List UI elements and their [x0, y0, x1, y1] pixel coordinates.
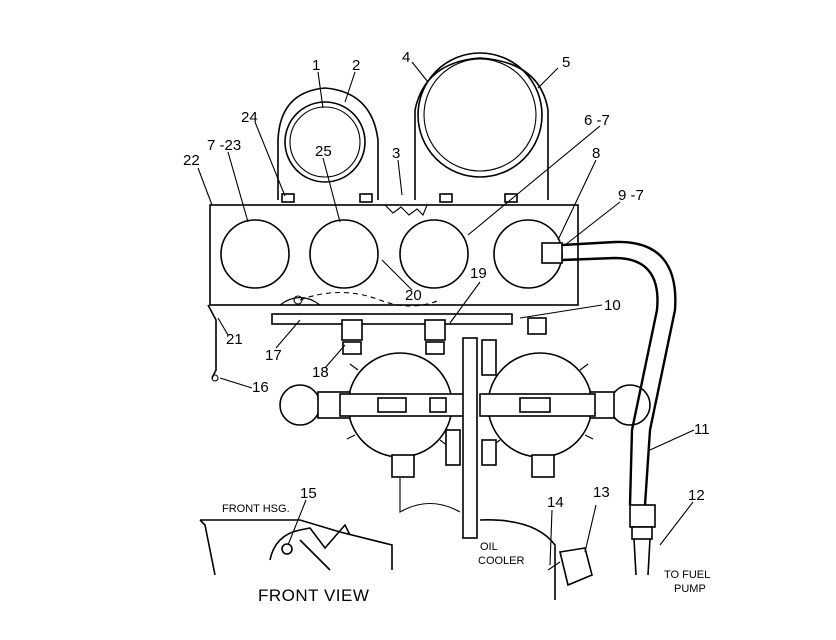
leader-lines — [197, 61, 695, 566]
oil-cooler-connector — [479, 519, 593, 600]
left-valve-assembly — [279, 352, 471, 478]
main-block — [209, 204, 579, 307]
callout-8: 8 — [592, 145, 600, 162]
callout-1: 1 — [312, 57, 320, 74]
callout-9-7: 9 -7 — [618, 187, 644, 204]
callout-18: 18 — [312, 364, 329, 381]
callout-7-23: 7 -23 — [207, 137, 241, 154]
small-upper-housing — [277, 87, 379, 200]
callout-22: 22 — [183, 152, 200, 169]
callout-15: 15 — [300, 485, 317, 502]
callout-10: 10 — [604, 297, 621, 314]
callout-17: 17 — [265, 347, 282, 364]
housing-bolts — [281, 193, 518, 203]
label-front-view: FRONT VIEW — [258, 586, 369, 605]
label-to-fuel: TO FUEL — [664, 569, 710, 581]
right-valve-assembly — [479, 352, 651, 478]
callout-5: 5 — [562, 54, 570, 71]
callout-14: 14 — [547, 494, 564, 511]
label-cooler: COOLER — [478, 555, 525, 567]
large-upper-housing — [414, 52, 549, 200]
callout-16: 16 — [252, 379, 269, 396]
center-divider — [445, 337, 497, 539]
mounting-plate — [271, 295, 547, 355]
diagram-labels: FRONT HSG. OIL COOLER TO FUEL PUMP FRONT… — [222, 503, 710, 605]
fuel-hose — [541, 240, 677, 576]
callout-numbers: 1 2 3 4 5 6 -7 7 -23 8 9 -7 10 11 12 13 … — [183, 49, 710, 511]
callout-12: 12 — [688, 487, 705, 504]
label-front-hsg: FRONT HSG. — [222, 503, 290, 515]
callout-2: 2 — [352, 57, 360, 74]
callout-3: 3 — [392, 145, 400, 162]
lower-fitting-line — [399, 478, 461, 513]
callout-13: 13 — [593, 484, 610, 501]
callout-11: 11 — [694, 421, 710, 438]
callout-21: 21 — [226, 331, 243, 348]
callout-19: 19 — [470, 265, 487, 282]
label-oil: OIL — [480, 541, 498, 553]
left-bracket — [207, 304, 219, 382]
callout-24: 24 — [241, 109, 258, 126]
label-pump: PUMP — [674, 583, 706, 595]
callout-20: 20 — [405, 287, 422, 304]
callout-6-7: 6 -7 — [584, 112, 610, 129]
callout-25: 25 — [315, 143, 332, 160]
front-housing-inset — [199, 519, 393, 576]
callout-4: 4 — [402, 49, 410, 66]
